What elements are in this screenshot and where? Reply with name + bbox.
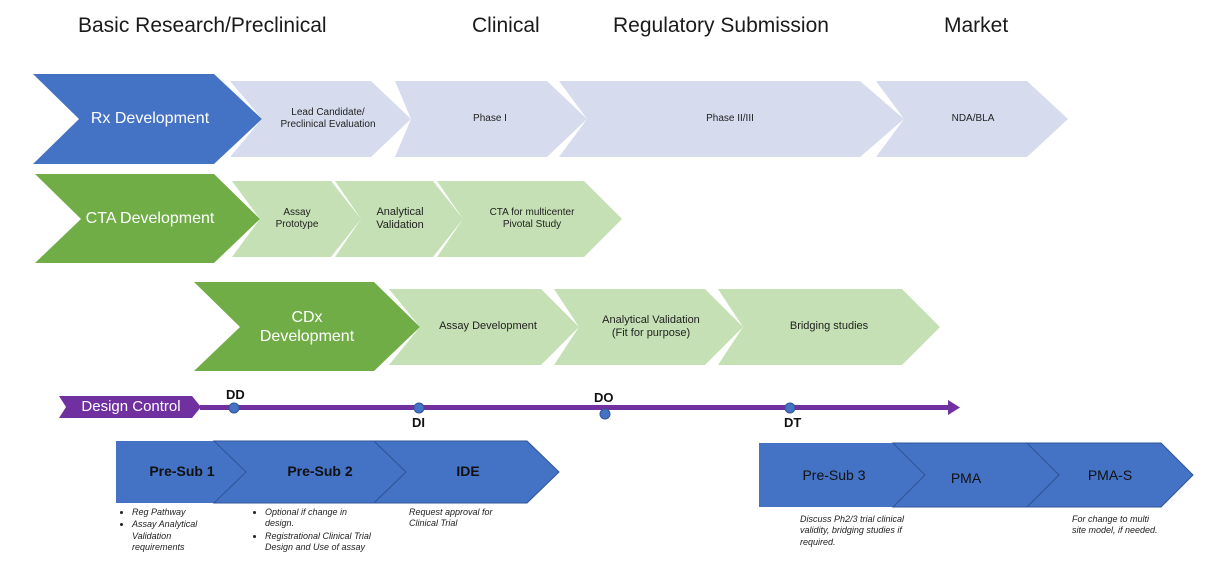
pma-s-note: For change to multi site model, if neede… [1072,514,1158,536]
presub3-note: Discuss Ph2/3 trial clinical validity, b… [800,514,905,547]
cta-development-label: CTA Development [85,210,215,228]
cta-step-analytical-validation-shape [335,181,463,257]
rx-step-phase-ii-iii: Phase II/III [706,113,754,124]
rx-step-phase-i: Phase I [473,113,507,124]
cdx-step-bridging-studies-shape [718,289,940,365]
rx-step-nda-bla-shape [876,81,1068,157]
phase-header-preclinical: Basic Research/Preclinical [78,14,327,37]
pma-s-shape [1025,442,1194,508]
milestone-dt-label: DT [784,415,802,430]
presub1-note-item: Reg Pathway [132,507,226,518]
presub1-notes: Reg Pathway Assay Analytical Validation … [118,507,226,554]
presub2-label: Pre-Sub 2 [287,462,353,479]
pma-label: PMA [950,469,982,486]
rx-development-chevron [33,74,262,164]
cta-step-assay-prototype-shape [232,181,361,257]
presub1-label: Pre-Sub 1 [149,462,215,479]
milestone-dt-dot [784,402,796,414]
milestone-dd-label: DD [226,387,245,402]
cta-step-assay-prototype: Assay Prototype [275,207,319,230]
cdx-step-analytical-validation: Analytical Validation (Fit for purpose) [602,313,700,339]
design-control-label: Design Control [81,398,181,415]
cdx-step-assay-development-shape [389,289,579,365]
phase-header-clinical: Clinical [472,14,540,37]
cta-step-analytical-validation: Analytical Validation [376,205,424,231]
milestone-do-dot [599,408,611,420]
rx-step-phase-ii-iii-shape [559,81,904,157]
rx-step-nda-bla: NDA/BLA [951,113,995,124]
presub3-shape [759,443,925,507]
cta-step-cta-pivotal: CTA for multicenter Pivotal Study [489,207,575,230]
rx-step-lead-candidate: Lead Candidate/ Preclinical Evaluation [280,107,376,130]
cdx-development-chevron [194,282,420,371]
milestone-di-dot [413,402,425,414]
presub3-label: Pre-Sub 3 [802,466,866,483]
design-control-timeline [200,405,950,410]
presub1-note-item: Assay Analytical Validation requirements [132,519,226,553]
presub1-shape [116,441,246,503]
cta-step-cta-pivotal-shape [437,181,622,257]
cdx-step-bridging-studies: Bridging studies [789,320,869,333]
presub2-note-item: Optional if change in design. [265,507,373,530]
presub2-note-item: Registrational Clinical Trial Design and… [265,531,373,554]
ide-label: IDE [456,462,480,479]
cdx-development-label: CDx Development [259,308,355,345]
phase-header-market: Market [944,14,1009,37]
cdx-step-assay-development: Assay Development [439,320,537,333]
rx-step-lead-candidate-shape [230,81,411,157]
cdx-step-analytical-validation-shape [554,289,743,365]
rx-step-phase-i-shape [395,81,587,157]
pma-s-label: PMA-S [1087,466,1133,483]
ide-note: Request approval for Clinical Trial [409,507,493,529]
design-control-arrowhead [948,400,960,415]
presub2-notes: Optional if change in design. Registrati… [251,507,373,554]
rx-development-label: Rx Development [90,110,210,128]
ide-shape [372,440,560,504]
design-control-label-shape [59,396,201,418]
cta-development-chevron [35,174,260,263]
milestone-dd-dot [228,402,240,414]
milestone-do-label: DO [594,390,614,405]
milestone-di-label: DI [412,415,425,430]
phase-header-regulatory: Regulatory Submission [613,14,829,37]
